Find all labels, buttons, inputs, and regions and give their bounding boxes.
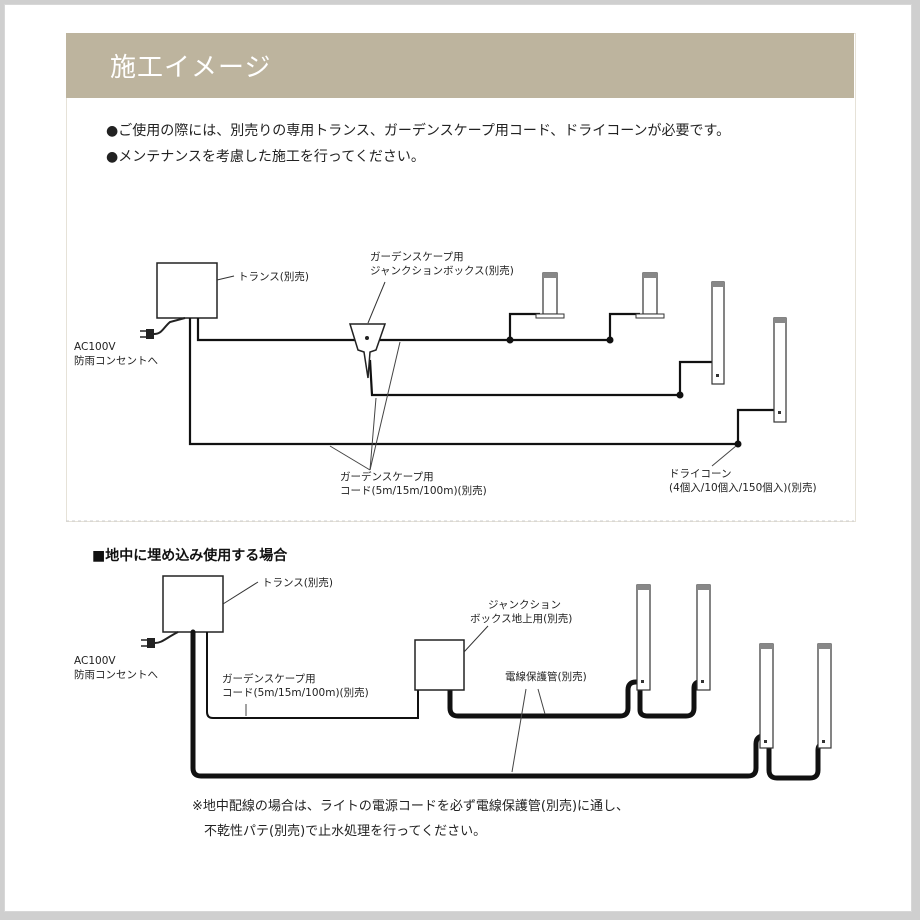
cord-label-sub: コード(5m/15m/100m)(別売): [340, 485, 487, 497]
pole-light-3: [759, 643, 774, 749]
pole-light-4: [817, 643, 832, 749]
diagram1-graphics: [140, 262, 787, 471]
transformer-label-2: トランス(別売): [262, 577, 333, 589]
footnote-line-2: 不乾性パテ(別売)で止水処理を行ってください。: [204, 824, 487, 839]
transformer-leader-2: [222, 581, 259, 605]
cord-label-2-sub: コード(5m/15m/100m)(別売): [222, 687, 369, 699]
conduit-lines: [190, 629, 827, 781]
cord-label-2: ガーデンスケープ用: [222, 673, 316, 685]
junction-leader-2: [463, 625, 489, 653]
transformer-box: [156, 262, 218, 319]
ground-junction-label: ジャンクション: [488, 599, 561, 611]
short-light-1: [535, 272, 565, 319]
conduit-leaders: [511, 688, 546, 773]
cord-to-junction: [206, 632, 419, 719]
junction-box-icon: [348, 323, 387, 379]
header-bar: 施工イメージ: [66, 33, 854, 98]
drycone-label-sub: (4個入/10個入/150個入)(別売): [669, 482, 817, 494]
drycone-leader: [711, 445, 737, 467]
note-required-parts: ●ご使用の際には、別売りの専用トランス、ガーデンスケープ用コード、ドライコーンが…: [106, 123, 731, 139]
conduit-label: 電線保護管(別売): [505, 671, 587, 683]
cord-leaders: [329, 341, 401, 471]
short-light-2: [635, 272, 665, 319]
pole-light-2: [696, 584, 711, 691]
note-maintenance: ●メンテナンスを考慮した施工を行ってください。: [106, 149, 425, 165]
section-title: ■地中に埋め込み使用する場合: [92, 548, 288, 564]
power-plug-icon-2: [141, 631, 179, 648]
pole-light-1: [636, 584, 651, 691]
diagram2-graphics: [141, 575, 832, 781]
transformer-label: トランス(別売): [238, 271, 309, 283]
power-plug-icon: [140, 317, 186, 339]
junction-label-sub: ジャンクションボックス(別売): [370, 265, 514, 277]
ground-junction-box: [414, 639, 465, 691]
transformer-box-2: [162, 575, 224, 633]
tall-light-1: [711, 281, 725, 385]
diagram1-cords: [188, 312, 774, 446]
page-title: 施工イメージ: [110, 53, 272, 83]
junction-label: ガーデンスケープ用: [370, 251, 464, 263]
ground-junction-label-sub: ボックス地上用(別売): [470, 613, 573, 625]
drycone-label: ドライコーン: [669, 468, 732, 480]
junction-leader: [367, 281, 386, 324]
transformer-leader: [216, 275, 235, 281]
tall-light-2: [773, 317, 787, 423]
outlet-label-2-sub: 防雨コンセントへ: [74, 669, 158, 681]
outlet-label-sub: 防雨コンセントへ: [74, 355, 158, 367]
junction-dots: [506, 336, 742, 448]
outlet-label: AC100V: [74, 341, 116, 353]
outlet-label-2: AC100V: [74, 655, 116, 667]
footnote-line-1: ※地中配線の場合は、ライトの電源コードを必ず電線保護管(別売)に通し、: [192, 799, 630, 814]
cord-label: ガーデンスケープ用: [340, 471, 434, 483]
